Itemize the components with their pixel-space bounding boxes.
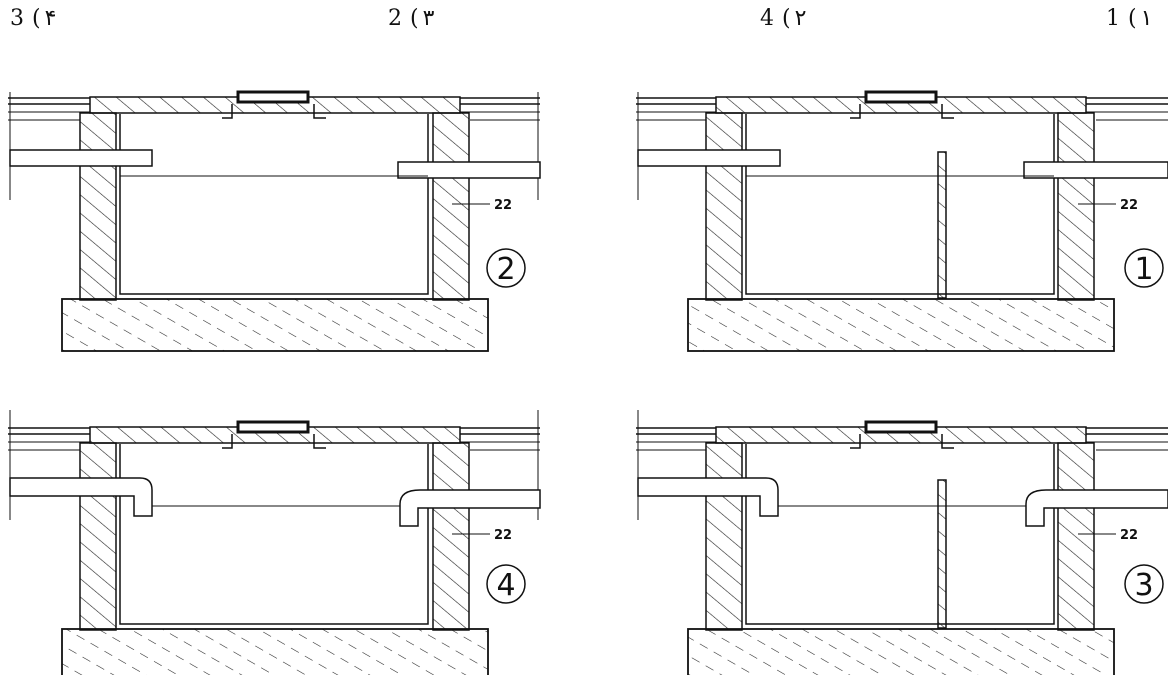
- option-number: ۴: [44, 6, 57, 31]
- option-paren: (: [782, 6, 791, 31]
- section-panel-2: 22 2: [8, 90, 541, 352]
- section-panel-3: 22 3: [636, 410, 1168, 675]
- dimension-label: 22: [1120, 198, 1138, 213]
- panel-number: 2: [496, 252, 515, 287]
- answer-option-2[interactable]: 4 (۲: [760, 6, 806, 31]
- panel-number: 3: [1134, 568, 1153, 603]
- dimension-label: 22: [494, 198, 512, 213]
- option-paren: (: [410, 6, 419, 31]
- option-number: ۲: [794, 6, 807, 31]
- option-value: 1: [1106, 6, 1120, 31]
- option-number: ۳: [422, 6, 435, 31]
- option-value: 3: [10, 6, 24, 31]
- section-panel-1: 22 1: [636, 90, 1168, 352]
- option-paren: (: [32, 6, 41, 31]
- option-value: 4: [760, 6, 774, 31]
- answer-option-3[interactable]: 2 (۳: [388, 6, 434, 31]
- answer-option-4[interactable]: 3 (۴: [10, 6, 56, 31]
- dimension-label: 22: [494, 528, 512, 543]
- section-panel-4: 22 4: [8, 410, 541, 675]
- panel-number: 4: [496, 568, 515, 603]
- option-number: ۱: [1140, 6, 1153, 31]
- panel-number: 1: [1134, 252, 1153, 287]
- dimension-label: 22: [1120, 528, 1138, 543]
- option-value: 2: [388, 6, 402, 31]
- option-paren: (: [1128, 6, 1137, 31]
- answer-option-1[interactable]: 1 (۱: [1106, 6, 1152, 31]
